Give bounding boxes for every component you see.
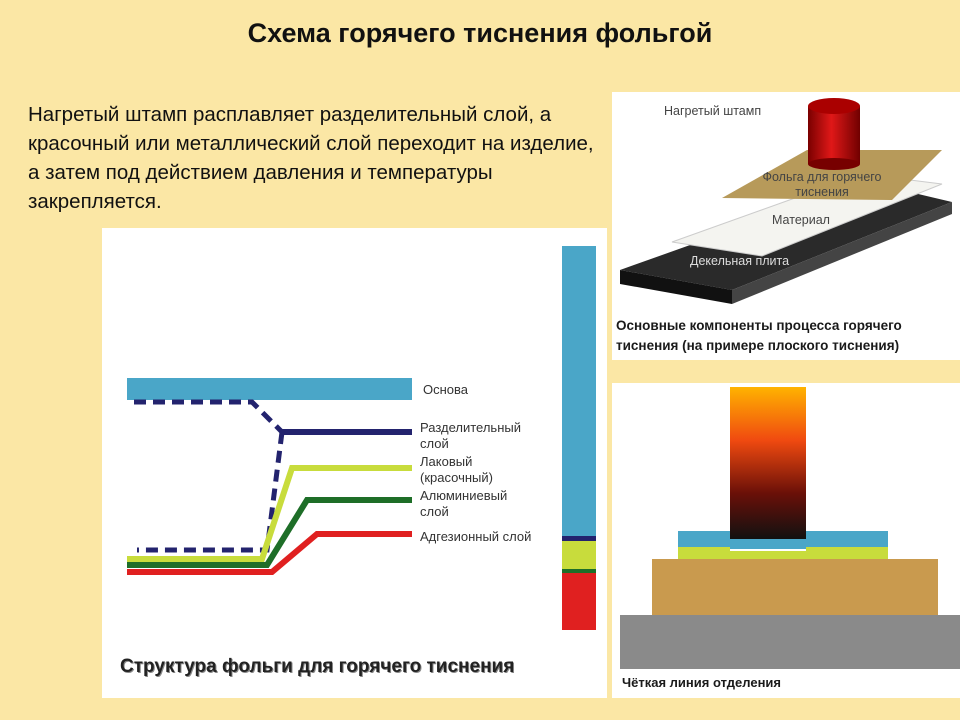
label-lacquer: Лаковый (красочный) [420, 454, 493, 485]
foil-sheet [722, 150, 942, 200]
label-base: Основа [423, 382, 469, 397]
label-foil: Фольга для горячего тиснения [762, 170, 882, 199]
slide-title: Схема горячего тиснения фольгой [247, 18, 713, 48]
separation-caption: Чёткая линия отделения [622, 675, 781, 690]
cross-section-base [562, 246, 596, 536]
heated-die-body [808, 106, 860, 164]
label-release: Разделительный слой [420, 420, 521, 451]
foil-lacquer-left [678, 547, 730, 559]
substrate [652, 559, 938, 615]
cross-section-adhesive [562, 573, 596, 630]
label-plate: Декельная плита [690, 254, 790, 268]
label-adhesive: Адгезионный слой [420, 529, 532, 544]
cross-section-aluminum [562, 569, 596, 573]
separation-panel: Чёткая линия отделения [612, 383, 960, 698]
plate-side [732, 202, 952, 304]
separation-diagram [620, 387, 960, 669]
label-die: Нагретый штамп [664, 104, 762, 118]
press-components-panel: Нагретый штамп Фольга для горячего тисне… [612, 92, 960, 360]
label-material: Материал [772, 213, 830, 227]
base-plate [620, 615, 960, 669]
foil-base-left [678, 531, 730, 547]
cross-section-lacquer [562, 541, 596, 569]
aluminum-layer [127, 497, 412, 568]
plate-front [620, 270, 732, 304]
intro-text: Нагретый штамп расплавляет разделительны… [28, 103, 594, 213]
foil-base-right [806, 531, 888, 547]
cross-section-release [562, 536, 596, 541]
heated-die-top [808, 98, 860, 114]
adhesive-layer [127, 531, 412, 575]
press-diagram [620, 98, 952, 304]
base-layer [127, 378, 412, 400]
foil-lacquer-right [806, 547, 888, 559]
lacquer-layer [127, 465, 412, 562]
foil-structure-caption: Структура фольги для горячего тиснения [120, 656, 515, 677]
heated-die [730, 387, 806, 539]
release-layer-dash-top [134, 399, 412, 435]
foil-structure-diagram [127, 246, 596, 630]
release-layer-dash-drop [137, 431, 285, 553]
foil-structure-panel: Основа Разделительный слой Лаковый (крас… [102, 228, 607, 698]
heated-die-bottom [808, 158, 860, 170]
press-caption: Основные компоненты процесса горячего ти… [616, 318, 902, 353]
foil-base-center [730, 539, 806, 549]
label-aluminum: Алюминиевый слой [420, 488, 508, 519]
